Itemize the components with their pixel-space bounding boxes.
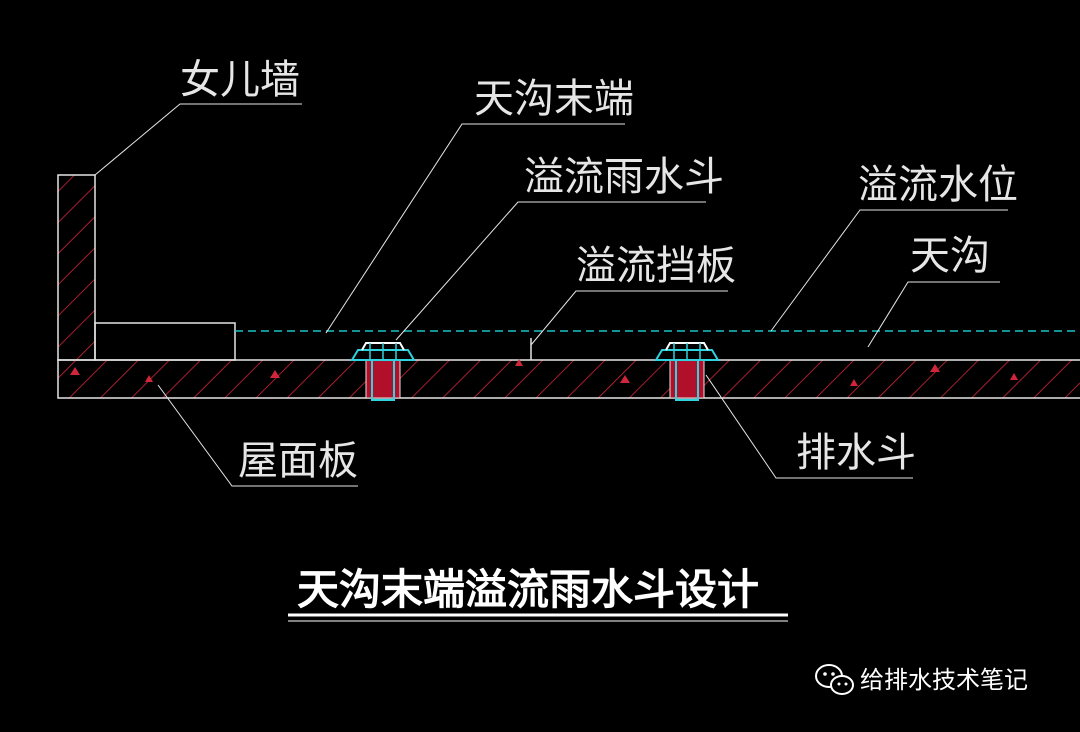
leader-gutter-end (325, 123, 625, 334)
leader-drain (705, 374, 913, 479)
label-overflow-baffle: 溢流挡板 (576, 243, 736, 289)
label-overflow-level: 溢流水位 (858, 162, 1018, 208)
leader-parapet (94, 103, 302, 176)
overflow-drain-fitting (350, 342, 416, 401)
leader-gutter (867, 281, 1000, 348)
drawing-title: 天沟末端溢流雨水斗设计 (297, 565, 759, 614)
label-parapet: 女儿墙 (180, 57, 300, 103)
leader-roof-slab (157, 384, 358, 487)
label-gutter-end: 天沟末端 (474, 76, 634, 122)
label-gutter: 天沟 (910, 233, 990, 279)
label-overflow-drain: 溢流雨水斗 (524, 154, 724, 200)
leader-overflow-level (770, 209, 1008, 332)
watermark-text: 给排水技术笔记 (860, 666, 1028, 694)
parapet-curb (94, 322, 236, 361)
roof-slab (57, 359, 1080, 399)
label-drain: 排水斗 (796, 430, 916, 476)
leader-overflow-baffle (530, 290, 728, 346)
parapet-wall (57, 174, 96, 361)
label-roof-slab: 屋面板 (238, 438, 358, 484)
drain-fitting (654, 342, 720, 401)
wechat-icon (815, 664, 854, 695)
leader-overflow-drain (395, 201, 706, 341)
leader-lines (94, 103, 1008, 487)
